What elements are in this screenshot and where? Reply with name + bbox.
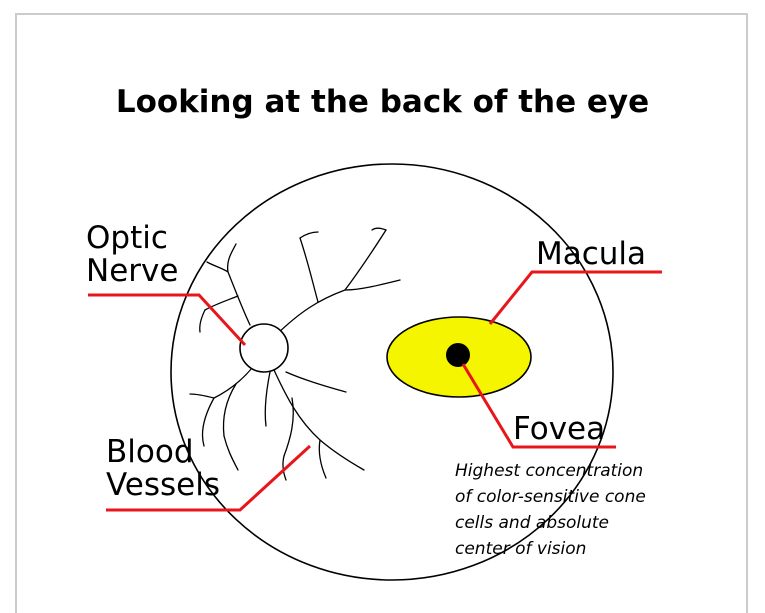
macula-label: Macula	[536, 238, 646, 271]
fovea-dot	[446, 343, 470, 367]
fovea-description-line-2: of color-sensitive cone	[455, 484, 705, 510]
blood-vessels-label-line-1: Blood	[106, 436, 220, 469]
optic-nerve-label-line-2: Nerve	[86, 255, 178, 288]
fovea-description: Highest concentration of color-sensitive…	[455, 458, 705, 562]
fovea-label: Fovea	[513, 413, 605, 446]
blood-vessel-network	[190, 228, 400, 480]
optic-nerve-label: Optic Nerve	[86, 222, 178, 288]
optic-nerve-label-line-1: Optic	[86, 222, 178, 255]
optic-disc	[240, 324, 288, 372]
fovea-description-line-3: cells and absolute	[455, 510, 705, 536]
fovea-description-line-4: center of vision	[455, 536, 705, 562]
blood-vessels-label: Blood Vessels	[106, 436, 220, 502]
blood-vessels-label-line-2: Vessels	[106, 469, 220, 502]
macula-leader	[490, 272, 662, 324]
fovea-description-line-1: Highest concentration	[455, 458, 705, 484]
